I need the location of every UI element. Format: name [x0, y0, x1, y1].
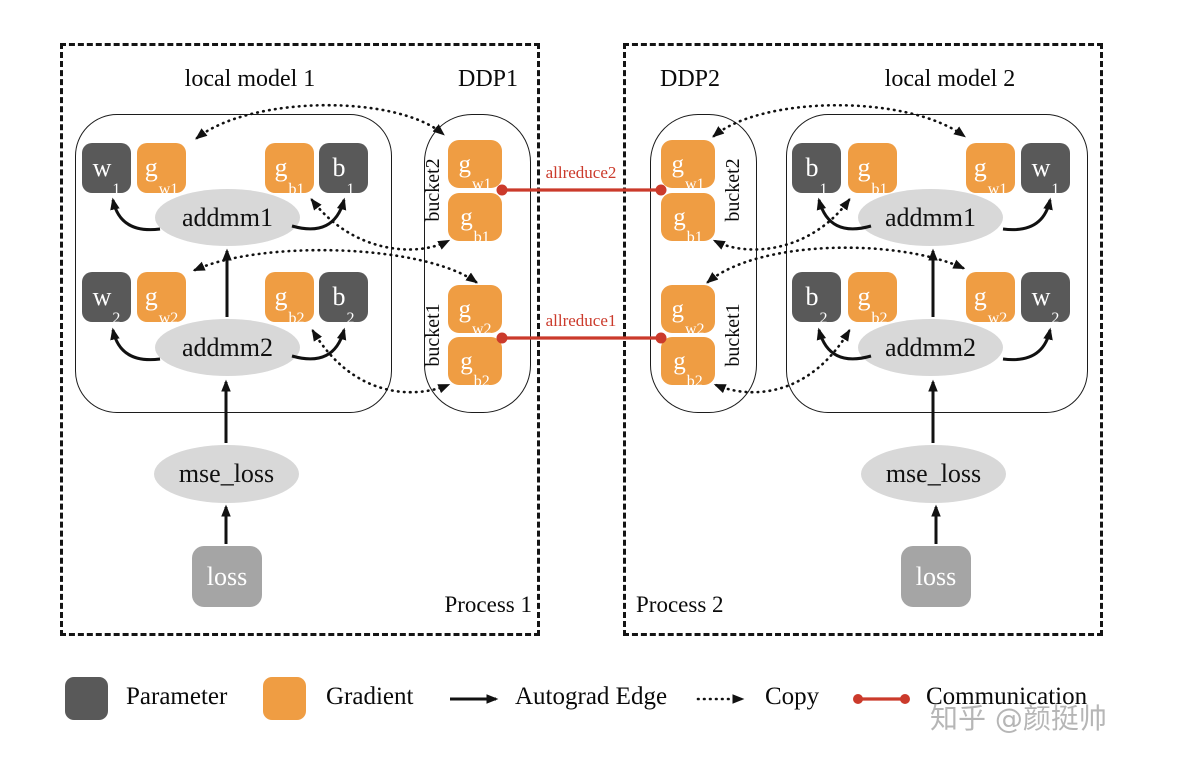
zhihu-watermark: 知乎 @颜挺帅	[930, 702, 1107, 735]
ddp2-bucket2-label: bucket2	[722, 158, 744, 222]
local-model-1-title: local model 1	[184, 66, 316, 92]
local-model-2-title: local model 2	[884, 66, 1016, 92]
communication-endpoint	[853, 694, 863, 704]
communication-endpoint	[900, 694, 910, 704]
ddp1-bucket2-label: bucket2	[422, 158, 444, 222]
legend-gradient-swatch	[263, 677, 306, 720]
legend-communication-label: Communication	[926, 683, 1088, 710]
process-1-label: Process 1	[444, 592, 532, 617]
op-addmm2-p2: addmm2	[858, 319, 1003, 376]
legend-parameter-label: Parameter	[126, 683, 228, 710]
legend-parameter-swatch	[65, 677, 108, 720]
allreduce2-label: allreduce2	[545, 163, 617, 182]
ddp1-title: DDP1	[457, 66, 518, 92]
op-addmm1-p2: addmm1	[858, 189, 1003, 246]
op-mse-loss-p1: mse_loss	[154, 445, 299, 503]
ddp2-title: DDP2	[659, 66, 720, 92]
ddp2-bucket1-label: bucket1	[722, 303, 744, 367]
op-addmm2-p1: addmm2	[155, 319, 300, 376]
allreduce1-label: allreduce1	[545, 311, 617, 330]
op-addmm1-p1: addmm1	[155, 189, 300, 246]
legend-copy-label: Copy	[765, 683, 820, 710]
process-2-label: Process 2	[636, 592, 724, 617]
legend-gradient-label: Gradient	[326, 683, 414, 710]
op-mse-loss-p2: mse_loss	[861, 445, 1006, 503]
node-loss-p1: loss	[192, 546, 262, 607]
legend-autograd-edge-label: Autograd Edge	[515, 683, 668, 710]
ddp1-bucket1-label: bucket1	[422, 303, 444, 367]
node-loss-p2: loss	[901, 546, 971, 607]
